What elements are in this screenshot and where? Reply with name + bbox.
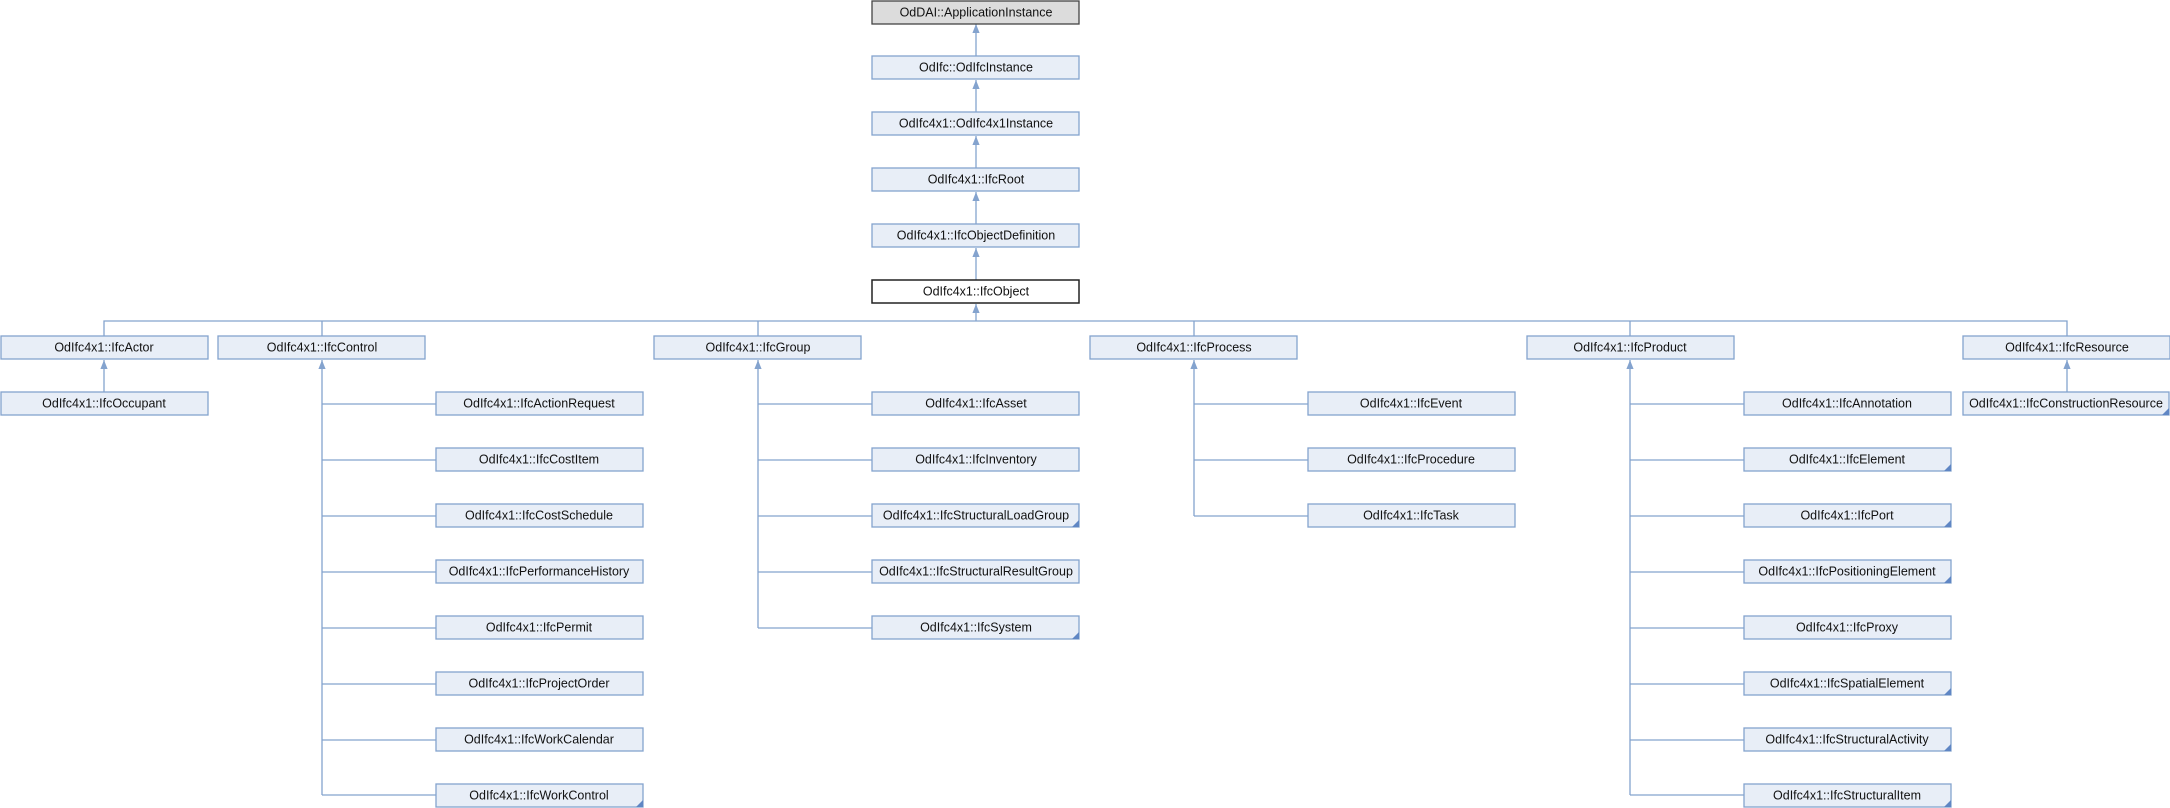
node-label: OdIfc4x1::IfcProduct — [1573, 341, 1687, 355]
node-label: OdIfc4x1::IfcActionRequest — [463, 397, 615, 411]
node-label: OdIfc4x1::OdIfc4x1Instance — [899, 117, 1053, 131]
node-label: OdIfc4x1::IfcGroup — [706, 341, 811, 355]
more-subclasses-marker — [1072, 520, 1079, 527]
node-label: OdIfc4x1::IfcProcess — [1136, 341, 1251, 355]
node-label: OdIfc4x1::IfcPermit — [486, 621, 593, 635]
node-label: OdIfc4x1::IfcObjectDefinition — [897, 229, 1055, 243]
node-ifc-asset[interactable]: OdIfc4x1::IfcAsset — [871, 391, 1080, 416]
more-subclasses-marker — [2162, 408, 2169, 415]
node-label: OdIfc4x1::IfcPerformanceHistory — [449, 565, 630, 579]
node-ifc-system[interactable]: OdIfc4x1::IfcSystem — [871, 615, 1080, 640]
node-ifc-object[interactable]: OdIfc4x1::IfcObject — [871, 279, 1080, 304]
node-label: OdIfc4x1::IfcWorkControl — [469, 789, 608, 803]
node-ifc-group[interactable]: OdIfc4x1::IfcGroup — [653, 335, 862, 360]
node-label: OdIfc4x1::IfcSystem — [920, 621, 1032, 635]
more-subclasses-marker — [1944, 800, 1951, 807]
node-ifc-cost-schedule[interactable]: OdIfc4x1::IfcCostSchedule — [435, 503, 644, 528]
node-label: OdIfc4x1::IfcStructuralLoadGroup — [883, 509, 1069, 523]
node-ifc-resource[interactable]: OdIfc4x1::IfcResource — [1962, 335, 2170, 360]
node-ifc-object-definition[interactable]: OdIfc4x1::IfcObjectDefinition — [871, 223, 1080, 248]
node-ifc-product[interactable]: OdIfc4x1::IfcProduct — [1526, 335, 1735, 360]
node-label: OdIfc4x1::IfcAnnotation — [1782, 397, 1912, 411]
node-ifc-action-request[interactable]: OdIfc4x1::IfcActionRequest — [435, 391, 644, 416]
edges — [100, 24, 2071, 796]
more-subclasses-marker — [1944, 464, 1951, 471]
more-subclasses-marker — [1944, 520, 1951, 527]
more-subclasses-marker — [1944, 688, 1951, 695]
node-label: OdIfc4x1::IfcObject — [923, 285, 1030, 299]
node-ifc-work-calendar[interactable]: OdIfc4x1::IfcWorkCalendar — [435, 727, 644, 752]
node-ifc-element[interactable]: OdIfc4x1::IfcElement — [1743, 447, 1952, 472]
node-ifc-port[interactable]: OdIfc4x1::IfcPort — [1743, 503, 1952, 528]
node-label: OdIfc4x1::IfcControl — [267, 341, 377, 355]
node-ifc-task[interactable]: OdIfc4x1::IfcTask — [1307, 503, 1516, 528]
node-label: OdIfc4x1::IfcPositioningElement — [1758, 565, 1936, 579]
node-label: OdIfc4x1::IfcOccupant — [42, 397, 166, 411]
node-label: OdIfc4x1::IfcWorkCalendar — [464, 733, 614, 747]
more-subclasses-marker — [1944, 576, 1951, 583]
node-ifc-structural-load-group[interactable]: OdIfc4x1::IfcStructuralLoadGroup — [871, 503, 1080, 528]
node-ifc-work-control[interactable]: OdIfc4x1::IfcWorkControl — [435, 783, 644, 808]
node-label: OdIfc4x1::IfcStructuralItem — [1773, 789, 1921, 803]
node-label: OdIfc4x1::IfcEvent — [1360, 397, 1463, 411]
node-ifc-structural-item[interactable]: OdIfc4x1::IfcStructuralItem — [1743, 783, 1952, 808]
node-ifc-inventory[interactable]: OdIfc4x1::IfcInventory — [871, 447, 1080, 472]
node-label: OdIfc4x1::IfcProcedure — [1347, 453, 1475, 467]
node-ifc-occupant[interactable]: OdIfc4x1::IfcOccupant — [0, 391, 209, 416]
node-ifc-instance[interactable]: OdIfc::OdIfcInstance — [871, 55, 1080, 80]
node-label: OdIfc4x1::IfcProxy — [1796, 621, 1899, 635]
node-ifc-cost-item[interactable]: OdIfc4x1::IfcCostItem — [435, 447, 644, 472]
node-label: OdDAI::ApplicationInstance — [900, 6, 1053, 20]
more-subclasses-marker — [636, 800, 643, 807]
node-label: OdIfc4x1::IfcRoot — [928, 173, 1025, 187]
node-ifc-positioning-element[interactable]: OdIfc4x1::IfcPositioningElement — [1743, 559, 1952, 584]
node-ifc-construction-resource[interactable]: OdIfc4x1::IfcConstructionResource — [1962, 391, 2170, 416]
node-label: OdIfc4x1::IfcConstructionResource — [1969, 397, 2163, 411]
node-ifc-annotation[interactable]: OdIfc4x1::IfcAnnotation — [1743, 391, 1952, 416]
node-ifc-spatial-element[interactable]: OdIfc4x1::IfcSpatialElement — [1743, 671, 1952, 696]
node-ifc4x1-instance[interactable]: OdIfc4x1::OdIfc4x1Instance — [871, 111, 1080, 136]
node-label: OdIfc4x1::IfcProjectOrder — [468, 677, 609, 691]
node-ifc-permit[interactable]: OdIfc4x1::IfcPermit — [435, 615, 644, 640]
node-ifc-root[interactable]: OdIfc4x1::IfcRoot — [871, 167, 1080, 192]
node-ifc-control[interactable]: OdIfc4x1::IfcControl — [217, 335, 426, 360]
node-ifc-project-order[interactable]: OdIfc4x1::IfcProjectOrder — [435, 671, 644, 696]
node-label: OdIfc4x1::IfcInventory — [915, 453, 1037, 467]
more-subclasses-marker — [1072, 632, 1079, 639]
node-ifc-structural-result-group[interactable]: OdIfc4x1::IfcStructuralResultGroup — [871, 559, 1080, 584]
node-label: OdIfc4x1::IfcTask — [1363, 509, 1460, 523]
node-ifc-actor[interactable]: OdIfc4x1::IfcActor — [0, 335, 209, 360]
node-label: OdIfc4x1::IfcPort — [1800, 509, 1894, 523]
node-label: OdIfc4x1::IfcAsset — [925, 397, 1027, 411]
node-ifc-event[interactable]: OdIfc4x1::IfcEvent — [1307, 391, 1516, 416]
node-label: OdIfc4x1::IfcCostItem — [479, 453, 599, 467]
node-ifc-performance-history[interactable]: OdIfc4x1::IfcPerformanceHistory — [435, 559, 644, 584]
node-ifc-structural-activity[interactable]: OdIfc4x1::IfcStructuralActivity — [1743, 727, 1952, 752]
node-ifc-process[interactable]: OdIfc4x1::IfcProcess — [1089, 335, 1298, 360]
node-label: OdIfc4x1::IfcCostSchedule — [465, 509, 613, 523]
node-ifc-procedure[interactable]: OdIfc4x1::IfcProcedure — [1307, 447, 1516, 472]
more-subclasses-marker — [1944, 744, 1951, 751]
node-label: OdIfc::OdIfcInstance — [919, 61, 1033, 75]
node-ifc-proxy[interactable]: OdIfc4x1::IfcProxy — [1743, 615, 1952, 640]
node-label: OdIfc4x1::IfcResource — [2005, 341, 2129, 355]
node-application-instance[interactable]: OdDAI::ApplicationInstance — [871, 0, 1080, 25]
node-label: OdIfc4x1::IfcStructuralResultGroup — [879, 565, 1073, 579]
node-label: OdIfc4x1::IfcStructuralActivity — [1765, 733, 1929, 747]
node-label: OdIfc4x1::IfcActor — [54, 341, 153, 355]
node-label: OdIfc4x1::IfcSpatialElement — [1770, 677, 1925, 691]
node-label: OdIfc4x1::IfcElement — [1789, 453, 1906, 467]
